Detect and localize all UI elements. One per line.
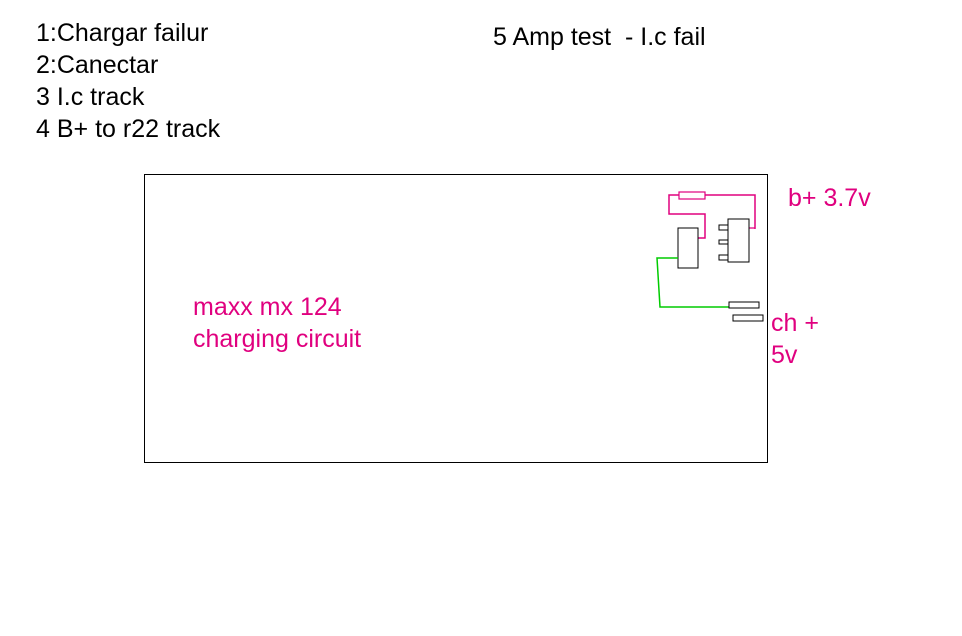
ic-chip-left bbox=[677, 227, 699, 269]
circuit-title-line: maxx mx 124 bbox=[193, 293, 342, 321]
amp-test-note: 5 Amp test - I.c fail bbox=[493, 23, 706, 51]
charger-connector-pin bbox=[732, 314, 764, 322]
fault-note-item: 2:Canectar bbox=[36, 51, 159, 79]
circuit-title: maxx mx 124 charging circuit bbox=[193, 291, 361, 355]
fault-note-item: 1:Chargar failur bbox=[36, 19, 209, 47]
ic-pin bbox=[718, 254, 729, 261]
charger-voltage-label: ch + 5v bbox=[771, 307, 819, 371]
ic-chip-right bbox=[727, 218, 750, 263]
charger-wire bbox=[656, 257, 729, 308]
battery-wire bbox=[668, 194, 756, 239]
resistor-r22 bbox=[678, 191, 706, 200]
circuit-board-outline bbox=[144, 174, 768, 463]
charger-label-line: ch + bbox=[771, 309, 819, 337]
ic-pin bbox=[718, 224, 729, 231]
charger-connector-pin bbox=[728, 301, 760, 309]
ic-pin bbox=[718, 239, 729, 245]
fault-notes-list: 1:Chargar failur 2:Canectar 3 I.c track … bbox=[36, 17, 220, 145]
circuit-title-line: charging circuit bbox=[193, 325, 362, 353]
charger-label-line: 5v bbox=[771, 341, 798, 369]
fault-note-item: 4 B+ to r22 track bbox=[36, 115, 221, 143]
battery-voltage-label: b+ 3.7v bbox=[788, 184, 871, 212]
fault-note-item: 3 I.c track bbox=[36, 83, 145, 111]
